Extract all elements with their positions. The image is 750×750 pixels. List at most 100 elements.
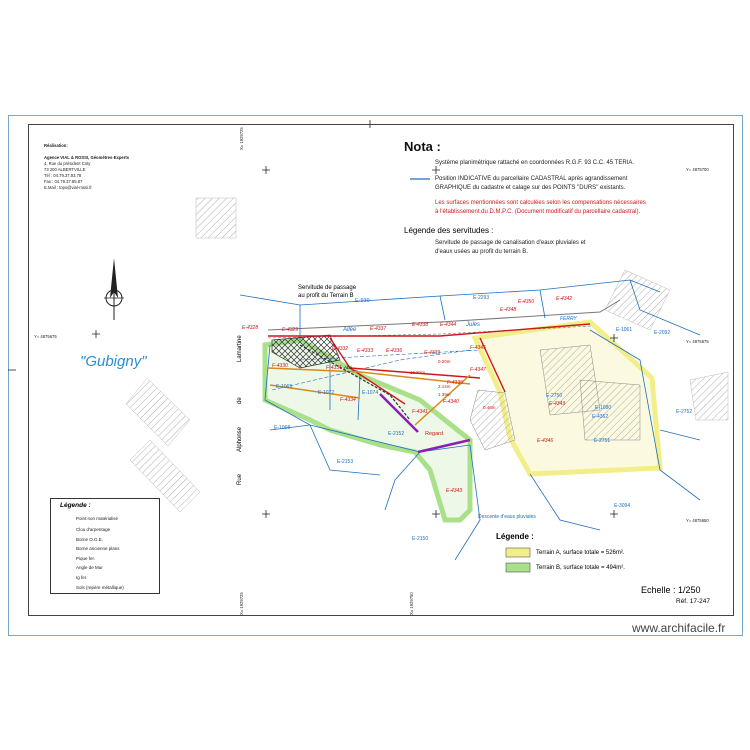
parcel-label: E-4328 [242, 325, 259, 331]
legend-item: Borne O.G.E. [76, 537, 104, 542]
nota-title: Nota : [404, 139, 441, 154]
terrain-b-label: Terrain B, surface totale = 494m². [536, 565, 625, 571]
title-block-line: 73 200 ALBERTVILLE [44, 167, 86, 172]
parcel-label: E-4343 [446, 488, 463, 494]
grid-crosses [8, 120, 618, 518]
legend-item: Pique fer. [76, 556, 96, 561]
servitude-annotation: au profit du Terrain B [298, 293, 354, 299]
nota-position-1: Position INDICATIVE du parcellaire CADAS… [435, 176, 628, 182]
parcel-label: E-1068 [274, 425, 291, 431]
parcel-label: F-4335 [447, 380, 463, 386]
street-label: de [237, 397, 243, 404]
parcel-label: F-4334 [340, 397, 356, 403]
street-label: Allée [343, 327, 357, 333]
legend-item: Point non matérialisé [76, 516, 119, 521]
title-block-company: Agence VIAL & ROSSI, Géomètres-Experts [44, 155, 130, 160]
legend-item: Clou d'arpentage [76, 527, 111, 532]
parcel-label: E-4344 [440, 322, 457, 328]
terrain-legend-title: Légende : [496, 532, 534, 541]
distance-label: 16.81m [410, 370, 426, 375]
plan-frame [28, 124, 734, 616]
parcel-label: F-4330 [272, 363, 288, 369]
parcel-label: E-4337 [370, 326, 387, 332]
descente-label: Descente d'eaux pluviales [478, 514, 536, 520]
title-block-line: 4, Rue du président Coty [44, 161, 91, 166]
reference-label: Réf. 17-247 [676, 598, 710, 605]
parcel-label: E-4339 [424, 350, 441, 356]
nota-position-2: GRAPHIQUE du cadastre et calage sur des … [435, 185, 626, 191]
building-hatch [125, 377, 191, 447]
terrain-a-label: Terrain A, surface totale = 526m². [536, 550, 625, 556]
parcel-label: E-1069 [276, 384, 293, 390]
title-block-line: E.Mail : topo@vial-rossi.fr [44, 185, 92, 190]
parcel-label: E-4342 [556, 296, 573, 302]
terrain-a-swatch [505, 547, 531, 558]
parcel-label: E-4336 [386, 348, 403, 354]
parcel-label: E-2751 [594, 438, 611, 444]
regard-label: Regard [425, 431, 444, 437]
legend-item: Borne ancienne plans [76, 546, 120, 551]
legend-title: Légende : [60, 502, 91, 509]
terrain-b-swatch [505, 562, 531, 573]
place-name: "Gubigny" [80, 353, 147, 370]
cadastral-lines [239, 279, 701, 561]
parcel-label: E-1061 [616, 327, 633, 333]
street-label: Rue [237, 473, 243, 485]
servitude-line-1: Servitude de passage de canalisation d'e… [435, 240, 586, 246]
parcel-label: E-2293 [473, 295, 490, 301]
sewer-lines [267, 367, 471, 426]
coord-label: Y= 4875675 [686, 339, 709, 344]
title-block-line: Tél : 04.79.37.93.78 [44, 173, 82, 178]
parcel-label: E-3094 [614, 503, 631, 509]
servitude-line-2: d'eaux usées au profit du terrain B. [435, 249, 528, 255]
legend-box [50, 498, 160, 594]
building-hatch [604, 269, 671, 331]
title-block-line: Fax : 04.79.37.85.87 [44, 179, 83, 184]
abri-label: Abri [344, 365, 353, 370]
purple-servitude [379, 393, 471, 454]
parcel-label: E-4362 [592, 414, 609, 420]
building-hatch [469, 389, 516, 451]
servitude-annotation: Servitude de passage [298, 285, 357, 291]
parcel-label: F-4331 [326, 365, 342, 371]
coord-label: X= 1929725 [239, 592, 244, 615]
nota-surfaces-2: à l'établissement du D.M.P.C. (Document … [435, 209, 641, 215]
building-hatch [129, 439, 201, 513]
parcel-label: E-2092 [654, 330, 671, 336]
distance-label: 1.39m [438, 392, 451, 397]
coord-label: X= 1929725 [239, 127, 244, 150]
street-label: Jules [466, 322, 481, 328]
distance-label: 2.14m [438, 384, 451, 389]
coord-label: Y= 4875675 [34, 334, 57, 339]
nota-surfaces-1: Les surfaces mentionnées sont calculées … [435, 200, 646, 206]
building-hatch [195, 197, 237, 239]
parcel-label: F-4345 [470, 345, 486, 351]
road-edge [267, 299, 621, 331]
parcel-label: F-4340 [443, 399, 459, 405]
parcel-label: E-4329 [282, 327, 299, 333]
parcel-label: E-2150 [412, 536, 429, 542]
parcel-label: E-4332 [332, 346, 349, 352]
parcel-label: E-4346 [537, 438, 554, 444]
parcel-label: E-4348 [500, 307, 517, 313]
coord-label: Y= 4875700 [686, 167, 709, 172]
pipe-line [299, 344, 411, 421]
coord-label: Y= 4875650 [686, 518, 709, 523]
parcel-label: E-1072 [318, 390, 335, 396]
building-hatch [579, 379, 641, 441]
building-hatch [689, 371, 729, 421]
parcel-label: E-2752 [676, 409, 693, 415]
parcel-label: E-4333 [357, 348, 374, 354]
terrain-b [262, 337, 473, 523]
north-arrow-icon [104, 258, 124, 320]
legend-item: Angle de Mur [76, 565, 103, 570]
parcel-label: F-4347 [470, 367, 486, 373]
nota-system: Système planimétrique rattaché en coordo… [435, 160, 634, 166]
parcel-label: F-4341 [412, 409, 428, 415]
distance-label: 0.46m [483, 405, 496, 410]
watermark: www.archifacile.fr [632, 621, 726, 635]
parcel-label: E-4349 [549, 401, 566, 407]
parcel-label: E-1080 [595, 405, 612, 411]
parcel-label: E-4350 [518, 299, 535, 305]
